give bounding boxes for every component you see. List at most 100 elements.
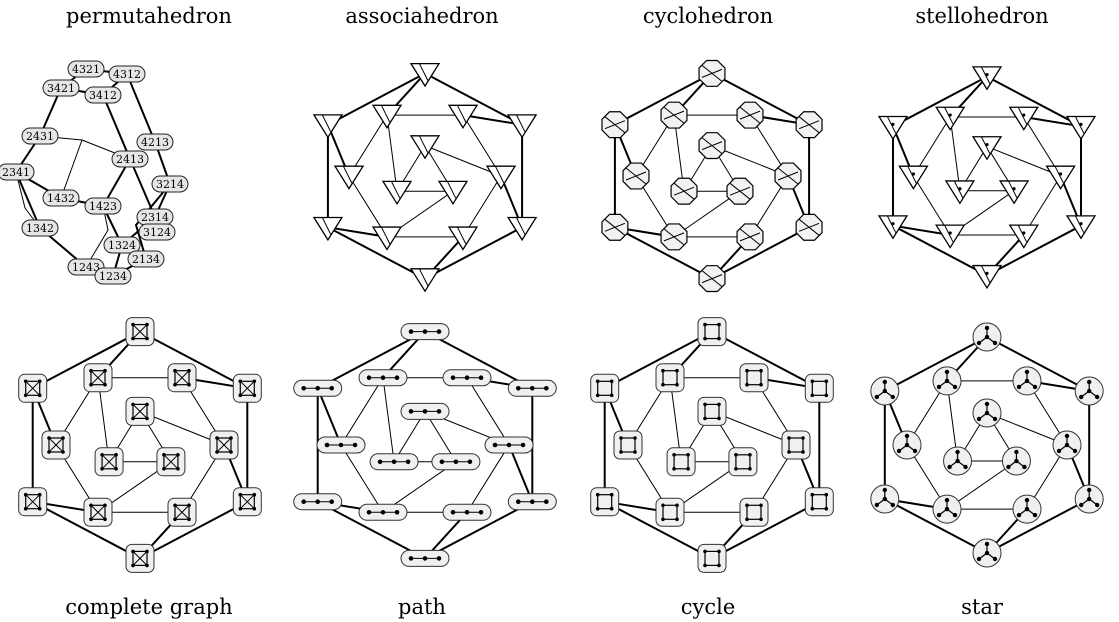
graph-edge [673,454,689,470]
polytope-edge [424,226,524,280]
graph-node [103,368,107,373]
graph-node [1022,464,1027,470]
graph-node [609,492,614,497]
graph-node [944,369,950,375]
vertex-label-bubble [111,150,149,168]
polytope-edge [424,145,502,177]
graph-node [984,550,990,556]
diagonal-line [456,226,467,245]
graph-edge [239,494,255,510]
graph-node [103,382,107,387]
vertex-dot [985,271,989,275]
diagonal-line [625,171,647,181]
polytope-edge [139,500,249,560]
vertex-label-bubble [84,86,122,104]
vertex-label: 1324 [108,239,136,252]
tube-outline [590,487,620,517]
graph-node [810,393,815,398]
diagonal-line [456,105,467,123]
graph-edge [101,454,117,470]
graph-node [238,506,243,511]
graph-node [252,393,257,398]
graph-node [882,487,888,493]
polytope-edge [986,336,1091,392]
graph-node [100,467,104,471]
vertex-dot [1079,122,1083,126]
tube-outline [655,497,685,527]
graph-node [252,506,257,511]
graph-edge [132,551,148,566]
polytope-edge [139,330,249,390]
graph-node [162,453,166,457]
graph-node [882,388,888,394]
tube-outline [666,447,696,477]
graph-edge [90,370,106,386]
title-cyclohedron: cyclohedron [642,4,774,28]
vertex-dot [948,231,952,235]
graph-edge [25,380,41,396]
graph-node [703,402,707,407]
diagonal-line [494,165,505,184]
graph-node [89,517,93,522]
title-cycle: cycle [680,595,736,619]
diagonal-line [798,120,820,130]
graph-node [1006,464,1011,470]
polytope-edge [711,226,811,280]
graph-node [661,517,665,522]
diagonal-line [321,217,332,235]
graph-edge [25,380,41,396]
graph-node [1086,388,1092,394]
cycle-diagram [590,317,834,573]
polytope-edge [711,72,811,126]
graph-node [703,549,707,554]
graph-node [187,503,191,508]
tube-outline [655,363,685,393]
polytope-edge [986,146,1062,177]
polytope-edge [949,116,961,192]
graph-node [992,340,998,346]
graph-edge [174,370,190,386]
diagonal-line [739,232,761,242]
graph-node [89,368,93,373]
graph-edge [132,550,148,566]
graph-node [963,464,968,470]
graph-node [238,492,243,497]
graph-node [176,453,180,457]
polytope-edge [340,377,384,446]
tube-outline [739,363,769,393]
graph-node [162,467,166,471]
path-diagram [293,323,557,567]
graph-node [47,450,51,454]
vertex-dot [948,113,952,117]
graph-node [238,379,243,384]
diagonal-line [418,268,429,286]
vertex-label: 1243 [72,261,100,274]
vertex-label: 2134 [132,253,160,266]
graph-node [103,517,107,522]
graph-node [633,450,637,454]
graph-node [37,393,42,398]
graph-node [544,386,549,391]
graph-edge [163,454,179,470]
graph-node [1014,458,1019,464]
graph-edge [662,370,678,386]
vertex-dot [985,73,989,77]
diagonal-line [446,181,457,199]
vertex-dot [985,142,989,147]
graph-edge [704,403,720,420]
graph-edge [174,504,190,520]
graph-node [992,416,998,422]
graph-node [824,393,829,398]
tube-outline [728,447,758,477]
diagonal-line [390,181,401,199]
graph-edge [132,404,148,419]
graph-edge [132,324,148,339]
graph-node [131,336,135,341]
associahedron-diagram [312,62,538,293]
graph-node [896,448,902,454]
graph-node [976,416,982,422]
diagonal-line [701,274,723,284]
diagonal-line [604,120,626,130]
graph-edge [216,437,232,453]
polytope-edge [31,330,141,390]
